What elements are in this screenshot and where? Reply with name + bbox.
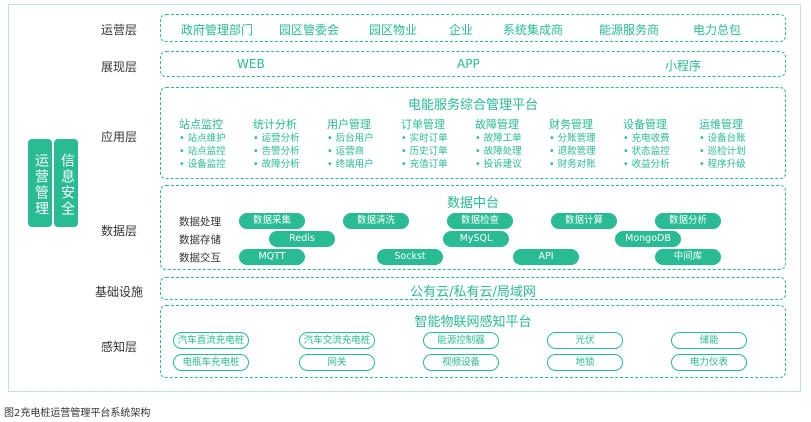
operation-item: 政府管理部门 bbox=[181, 23, 254, 37]
perception-device: 电瓶车充电桩 bbox=[173, 354, 249, 371]
data-row-label: 数据交互 bbox=[179, 252, 221, 264]
perception-device: 地锁 bbox=[547, 354, 623, 371]
app-column-item: 故障分析 bbox=[241, 158, 321, 171]
app-column-item: 充电收费 bbox=[611, 132, 691, 145]
perception-device: 能源控制器 bbox=[423, 332, 499, 349]
side-block-operation-management: 运营管理 bbox=[28, 139, 52, 227]
operation-item: 系统集成商 bbox=[503, 23, 564, 37]
perception-device: 视频设备 bbox=[423, 354, 499, 371]
app-column-head: 用户管理 bbox=[327, 118, 371, 131]
perception-device: 网关 bbox=[299, 354, 375, 371]
app-column-user-mgmt: 用户管理 后台用户 运营商 终端用户 bbox=[315, 116, 395, 171]
data-layer-box: 数据中台 数据处理 数据采集 数据清洗 数据检查 数据计算 数据分析 数据存储 … bbox=[160, 185, 786, 270]
app-column-item: 站点监控 bbox=[167, 145, 247, 158]
infrastructure-text: 公有云/私有云/局域网 bbox=[410, 285, 536, 300]
operation-item: 园区管委会 bbox=[279, 23, 340, 37]
operation-item: 企业 bbox=[449, 23, 474, 37]
layer-label-perception: 感知层 bbox=[100, 340, 137, 354]
perception-device: 光伏 bbox=[547, 332, 623, 349]
data-pill: MQTT bbox=[239, 249, 305, 265]
app-column-head: 设备管理 bbox=[623, 118, 667, 131]
layer-label-infrastructure: 基础设施 bbox=[94, 285, 143, 299]
app-column-item: 程序升级 bbox=[687, 158, 767, 171]
data-row-label: 数据存储 bbox=[179, 234, 221, 246]
application-layer-box: 电能服务综合管理平台 站点监控 站点维护 站点监控 设备监控 统计分析 运营分析… bbox=[160, 87, 786, 179]
side-block-info-security: 信息安全 bbox=[54, 139, 78, 227]
perception-device: 电力仪表 bbox=[671, 354, 747, 371]
perception-platform-title: 智能物联网感知平台 bbox=[414, 315, 532, 330]
layer-label-application: 应用层 bbox=[100, 130, 137, 144]
data-pill: 数据分析 bbox=[655, 213, 721, 229]
operation-item: 电力总包 bbox=[693, 23, 742, 37]
app-column-item: 运营分析 bbox=[241, 132, 321, 145]
data-pill: Redis bbox=[269, 231, 335, 247]
app-column-head: 故障管理 bbox=[475, 118, 519, 131]
layer-label-data: 数据层 bbox=[100, 224, 137, 238]
layer-label-presentation: 展现层 bbox=[100, 60, 137, 74]
perception-device: 汽车直流充电桩 bbox=[173, 332, 249, 349]
app-column-item: 状态监控 bbox=[611, 145, 691, 158]
app-column-ops-mgmt: 运维管理 设备台账 巡检计划 程序升级 bbox=[687, 116, 767, 171]
app-column-head: 统计分析 bbox=[253, 118, 297, 131]
operation-item: 能源服务商 bbox=[599, 23, 660, 37]
app-column-head: 站点监控 bbox=[179, 118, 223, 131]
figure-caption: 图2充电桩运营管理平台系统架构 bbox=[4, 408, 151, 419]
app-column-statistics: 统计分析 运营分析 告警分析 故障分析 bbox=[241, 116, 321, 171]
perception-device: 汽车交流充电桩 bbox=[299, 332, 375, 349]
app-column-item: 收益分析 bbox=[611, 158, 691, 171]
data-row-label: 数据处理 bbox=[179, 216, 221, 228]
infrastructure-layer-box: 公有云/私有云/局域网 bbox=[160, 277, 786, 300]
app-column-fault-mgmt: 故障管理 故障工单 故障处理 投诉建议 bbox=[463, 116, 543, 171]
data-pill: 数据采集 bbox=[239, 213, 305, 229]
data-platform-title: 数据中台 bbox=[446, 196, 499, 211]
app-column-item: 后台用户 bbox=[315, 132, 395, 145]
app-column-device-mgmt: 设备管理 充电收费 状态监控 收益分析 bbox=[611, 116, 691, 171]
data-pill: Sockst bbox=[377, 249, 443, 265]
data-pill: API bbox=[513, 249, 579, 265]
data-pill: MySQL bbox=[443, 231, 509, 247]
app-column-item: 站点维护 bbox=[167, 132, 247, 145]
app-column-item: 巡检计划 bbox=[687, 145, 767, 158]
app-column-item: 故障处理 bbox=[463, 145, 543, 158]
presentation-item-app: APP bbox=[457, 57, 480, 71]
app-column-item: 财务对账 bbox=[537, 158, 617, 171]
operation-layer-box: 政府管理部门 园区管委会 园区物业 企业 系统集成商 能源服务商 电力总包 bbox=[160, 14, 786, 42]
data-pill: 中间库 bbox=[655, 249, 721, 265]
app-column-item: 设备监控 bbox=[167, 158, 247, 171]
app-column-finance-mgmt: 财务管理 分账管理 退款管理 财务对账 bbox=[537, 116, 617, 171]
app-column-item: 历史订单 bbox=[389, 145, 469, 158]
presentation-item-web: WEB bbox=[237, 57, 265, 71]
data-pill: 数据清洗 bbox=[343, 213, 409, 229]
app-column-item: 充值订单 bbox=[389, 158, 469, 171]
operation-item: 园区物业 bbox=[369, 23, 418, 37]
layer-label-operation: 运营层 bbox=[100, 23, 137, 37]
app-column-item: 分账管理 bbox=[537, 132, 617, 145]
app-column-head: 订单管理 bbox=[401, 118, 445, 131]
app-column-item: 故障工单 bbox=[463, 132, 543, 145]
app-column-item: 实时订单 bbox=[389, 132, 469, 145]
perception-device: 储能 bbox=[671, 332, 747, 349]
app-column-item: 告警分析 bbox=[241, 145, 321, 158]
app-column-head: 财务管理 bbox=[549, 118, 593, 131]
app-column-order-mgmt: 订单管理 实时订单 历史订单 充值订单 bbox=[389, 116, 469, 171]
presentation-layer-box: WEB APP 小程序 bbox=[160, 51, 786, 77]
app-column-head: 运维管理 bbox=[699, 118, 743, 131]
app-column-item: 投诉建议 bbox=[463, 158, 543, 171]
data-pill: MongoDB bbox=[615, 231, 681, 247]
app-column-item: 退款管理 bbox=[537, 145, 617, 158]
data-pill: 数据计算 bbox=[551, 213, 617, 229]
app-column-station-monitor: 站点监控 站点维护 站点监控 设备监控 bbox=[167, 116, 247, 171]
perception-layer-box: 智能物联网感知平台 汽车直流充电桩 汽车交流充电桩 能源控制器 光伏 储能 电瓶… bbox=[160, 305, 786, 378]
application-platform-title: 电能服务综合管理平台 bbox=[407, 98, 538, 113]
app-column-item: 终端用户 bbox=[315, 158, 395, 171]
app-column-item: 设备台账 bbox=[687, 132, 767, 145]
data-pill: 数据检查 bbox=[447, 213, 513, 229]
app-column-item: 运营商 bbox=[315, 145, 395, 158]
presentation-item-miniprogram: 小程序 bbox=[665, 59, 702, 73]
